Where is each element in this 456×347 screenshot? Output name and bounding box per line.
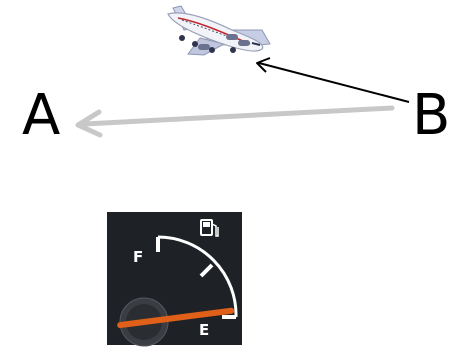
label-a: A	[22, 83, 60, 148]
gauge-label-empty: E	[199, 321, 209, 339]
fuel-gauge: F E	[107, 212, 242, 346]
pointer-arrow	[257, 58, 409, 102]
route-arrow	[78, 108, 392, 135]
label-b: B	[412, 83, 450, 148]
gauge-label-full: F	[133, 248, 143, 266]
airplane-icon	[168, 6, 270, 55]
